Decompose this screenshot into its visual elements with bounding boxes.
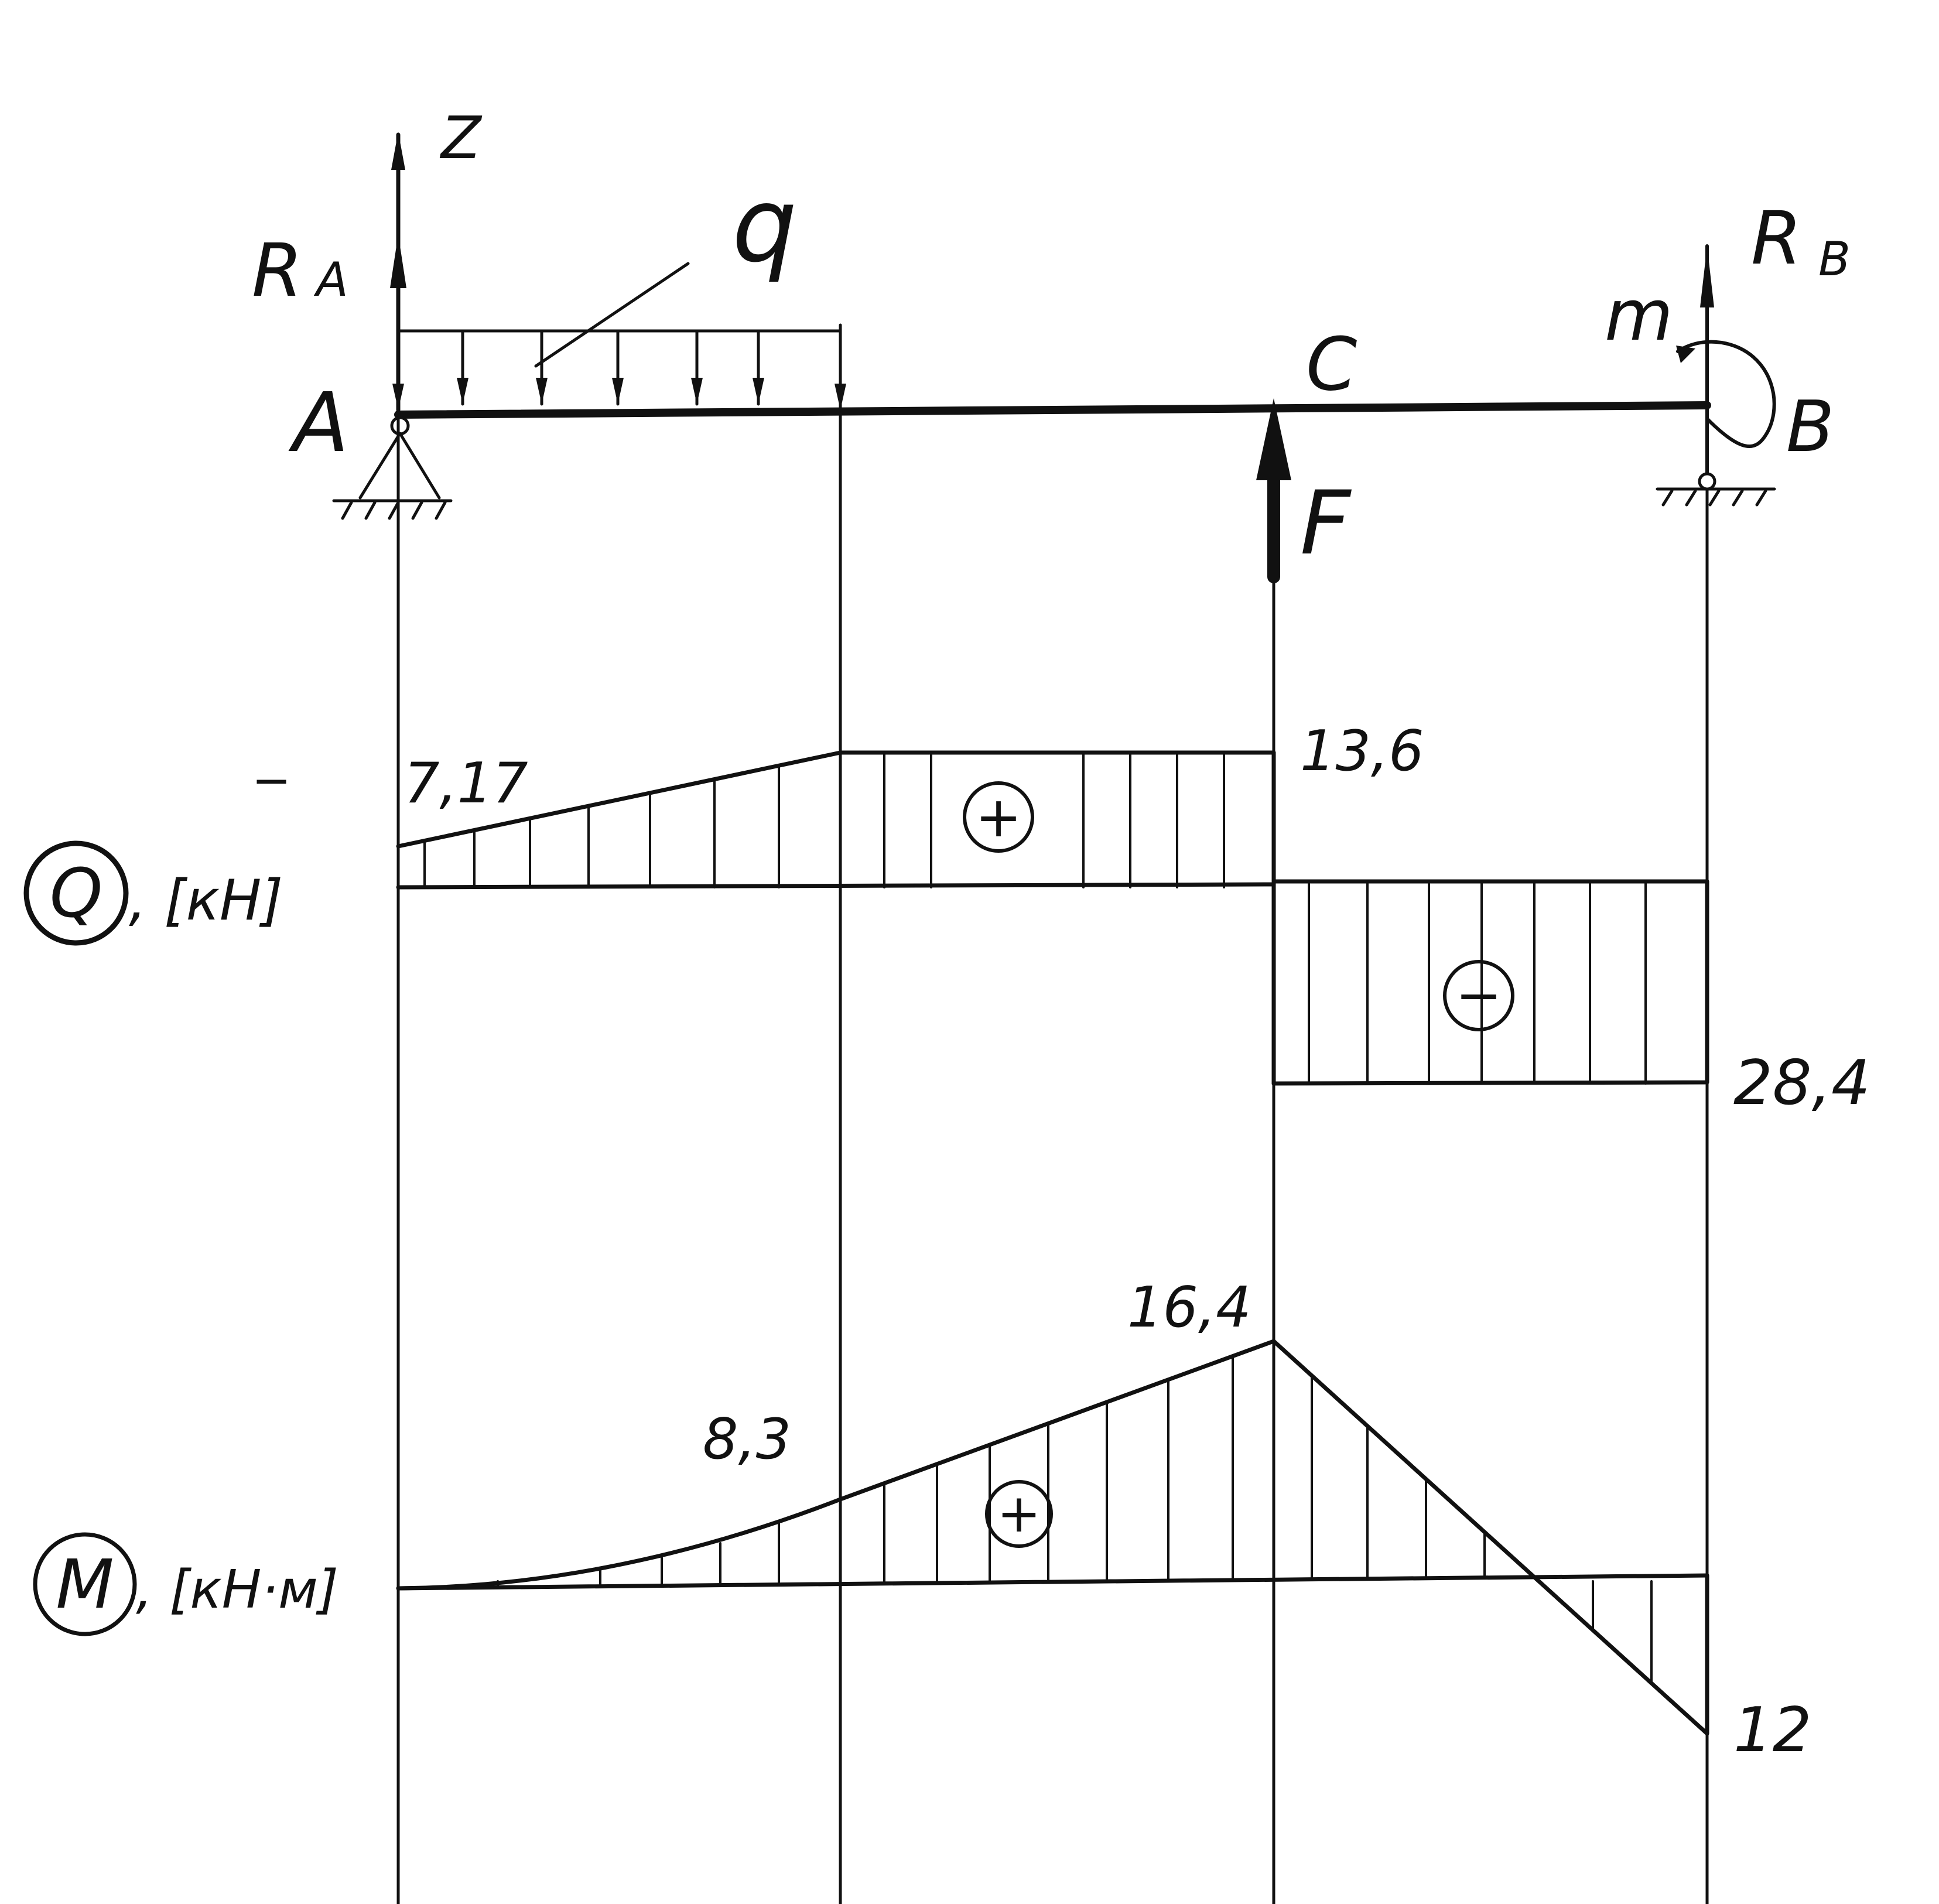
- moment-plus-sign: +: [997, 1483, 1041, 1544]
- roller-support-b: [1656, 472, 1776, 507]
- moment-m-label: m: [1605, 275, 1673, 357]
- load-arrowheads: [392, 378, 846, 410]
- shear-plus-sign: +: [975, 785, 1022, 850]
- moment-value-peak: 16,4: [1127, 1276, 1251, 1340]
- shear-baseline-left: [396, 882, 1276, 890]
- point-c-label: C: [1306, 322, 1357, 407]
- moment-plus-circle: [985, 1480, 1053, 1548]
- construction-lines: [396, 323, 1709, 1904]
- moment-value-mid: 8,3: [703, 1407, 791, 1472]
- point-b-label: B: [1786, 387, 1834, 468]
- beam: [394, 401, 1711, 419]
- beam-scheme: [332, 132, 1776, 583]
- reaction-a-subscript: A: [313, 252, 348, 307]
- shear-hatching: [423, 751, 1647, 1085]
- z-axis-arrowhead: [391, 132, 405, 170]
- moment-units: , [кН·м]: [136, 1559, 338, 1621]
- force-f-arrowhead: [1256, 398, 1291, 480]
- shear-symbol-circle: [23, 840, 129, 946]
- reaction-a-label: R: [252, 228, 303, 313]
- point-a-label: A: [288, 375, 349, 471]
- reaction-b-arrowhead: [1700, 246, 1714, 307]
- force-f-label: F: [1300, 473, 1352, 575]
- moment-arc: [1676, 340, 1776, 449]
- shear-value-right: 28,4: [1733, 1047, 1870, 1119]
- z-axis-label: Z: [439, 104, 483, 172]
- moment-hatching: [497, 1355, 1653, 1684]
- moment-positive-curve: [396, 1339, 1276, 1591]
- moment-diagram: [33, 1339, 1709, 1736]
- shear-minus-sign: −: [1455, 963, 1502, 1028]
- reaction-a-arrowhead: [390, 234, 406, 288]
- reaction-b-subscript: B: [1818, 232, 1851, 286]
- shear-negative-outline: [1271, 879, 1709, 1086]
- moment-descending-outline: [1271, 1339, 1709, 1736]
- moment-arrowhead: [1676, 346, 1695, 363]
- shear-value-left: 7,17: [404, 751, 528, 816]
- moment-value-end: 12: [1733, 1694, 1812, 1766]
- shear-diagram: [23, 750, 1709, 1086]
- load-q-label: q: [732, 166, 797, 285]
- moment-symbol: M: [56, 1546, 114, 1624]
- shear-symbol: Q: [50, 854, 103, 933]
- shear-dash-mark: −: [252, 753, 291, 808]
- moment-baseline: [396, 1573, 1709, 1591]
- reaction-b-label: R: [1751, 196, 1802, 281]
- q-leader: [534, 262, 690, 368]
- shear-plus-circle: [963, 781, 1034, 853]
- moment-symbol-circle: [33, 1532, 137, 1636]
- shear-units: , [кН]: [129, 869, 283, 933]
- shear-value-peak: 13,6: [1300, 719, 1424, 784]
- shear-minus-circle: [1443, 960, 1514, 1031]
- pin-support-a: [332, 416, 453, 520]
